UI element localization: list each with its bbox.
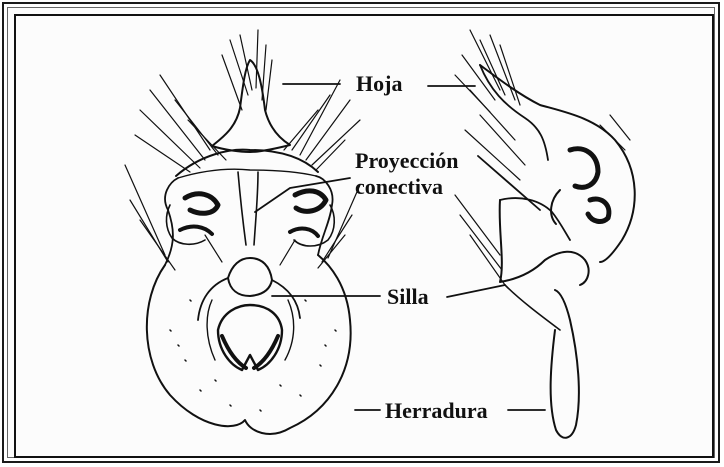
lancet-profile <box>480 65 635 262</box>
leader-proyeccion-right <box>478 156 540 210</box>
label-hoja: Hoja <box>356 71 402 96</box>
label-silla: Silla <box>387 284 429 309</box>
side-view-drawing <box>455 30 635 438</box>
leader-proyeccion <box>255 178 350 212</box>
label-herradura: Herradura <box>385 398 488 423</box>
connecting-process <box>238 172 258 245</box>
sella-outline <box>228 258 272 296</box>
label-proyeccion: Proyección <box>355 148 458 173</box>
lancet-outline <box>212 60 290 152</box>
horseshoe-outline <box>147 255 351 434</box>
leader-silla-right <box>447 285 505 297</box>
front-view-drawing <box>125 30 360 434</box>
sella-profile <box>500 200 589 285</box>
label-conectiva: conectiva <box>355 174 443 199</box>
horseshoe-profile <box>551 290 579 438</box>
